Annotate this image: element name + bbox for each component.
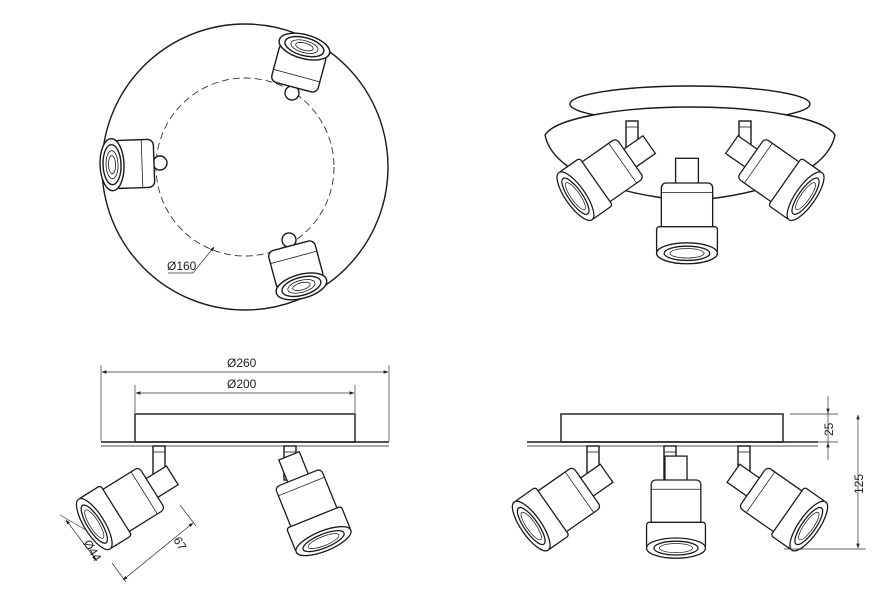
side-view-spot-center [645,455,707,559]
dim-total-height-label: 125 [852,474,866,494]
dim-base-diameter-label: Ø200 [227,377,257,391]
dim-inner-circle-label: Ø160 [167,259,197,273]
top-view-inner-circle [155,77,335,257]
front-view-spot-left [69,449,189,556]
top-view-spot-top [264,27,334,108]
side-view: 25 125 [505,396,866,559]
side-view-spot-left [505,448,625,557]
dim-shade-length-label: 67 [170,534,189,553]
top-view: Ø160 [98,23,389,311]
front-view: Ø260 Ø200 Ø44 67 [59,356,390,583]
dim-plate-diameter-label: Ø260 [227,356,257,370]
front-view-spot-right [261,444,356,563]
perspective-view [544,85,836,265]
side-view-spot-right [715,448,835,557]
dim-base-height-label: 25 [822,422,836,436]
top-view-spot-left [98,136,169,192]
top-view-spot-bottom [261,225,331,306]
